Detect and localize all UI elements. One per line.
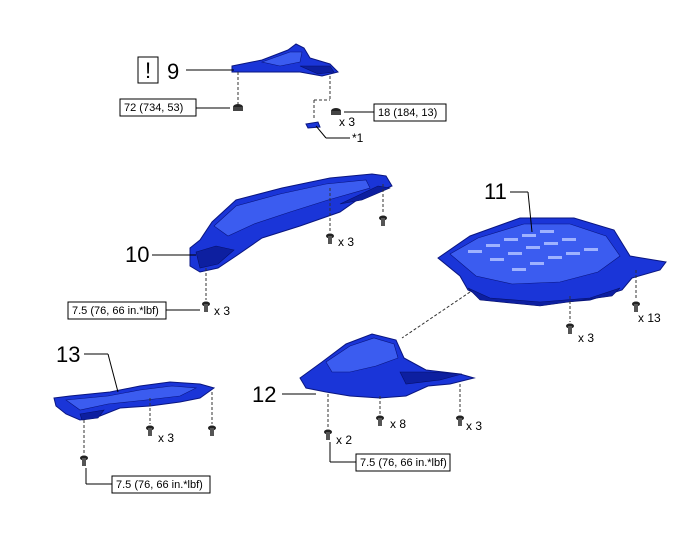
torque-label-5: 7.5 (76, 66 in.*lbf) [116, 479, 203, 491]
bolt-icon [208, 425, 216, 436]
torque-box-5 [111, 475, 211, 494]
qty-label-7: x 8 [390, 417, 406, 431]
torque-label-2: 18 (184, 13) [378, 107, 437, 119]
bolt-icon [202, 301, 210, 312]
note-1: *1 [352, 131, 364, 145]
leader-note-1a [315, 125, 327, 139]
clip-icon [305, 121, 321, 129]
callout-13: 13 [56, 342, 80, 367]
caution-mark-box [137, 56, 159, 84]
qty-label-4: x 3 [578, 331, 594, 345]
part-12-cover [299, 333, 476, 399]
callout-12: 12 [252, 382, 276, 407]
bolt-icon [326, 233, 334, 244]
leader-13b [107, 353, 119, 393]
qty-label-2: x 3 [338, 235, 354, 249]
callout-10: 10 [125, 242, 149, 267]
qty-label-9: x 3 [158, 431, 174, 445]
caution-mark: ! [145, 58, 151, 83]
bolt-icon [324, 429, 332, 440]
qty-label-3: x 3 [214, 304, 230, 318]
callout-9: 9 [167, 59, 179, 84]
nut-icon [233, 104, 243, 111]
bolt-icon [456, 415, 464, 426]
bolt-icon [146, 425, 154, 436]
bolt-icon [379, 215, 387, 226]
dash-11-12 [401, 291, 471, 339]
part-11-slots [468, 230, 598, 271]
bolt-icon [376, 415, 384, 426]
qty-label-6: x 2 [336, 433, 352, 447]
torque-label-3: 7.5 (76, 66 in.*lbf) [72, 305, 159, 317]
bolt-icon [80, 455, 88, 466]
nut-icon [331, 108, 341, 115]
bolt-icon [632, 301, 640, 312]
torque-box-4 [355, 453, 451, 472]
part-11-cover [437, 217, 667, 307]
callout-11: 11 [484, 179, 507, 204]
bolt-icon [566, 323, 574, 334]
qty-label-5: x 13 [638, 311, 661, 325]
part-9-cover [231, 43, 339, 77]
leader-11b [527, 191, 533, 233]
torque-label-1: 72 (734, 53) [124, 102, 183, 114]
part-10-cover [189, 173, 393, 273]
torque-label-4: 7.5 (76, 66 in.*lbf) [360, 457, 447, 469]
qty-label-8: x 3 [466, 419, 482, 433]
qty-label-1: x 3 [339, 115, 355, 129]
part-13-cover [53, 381, 216, 421]
